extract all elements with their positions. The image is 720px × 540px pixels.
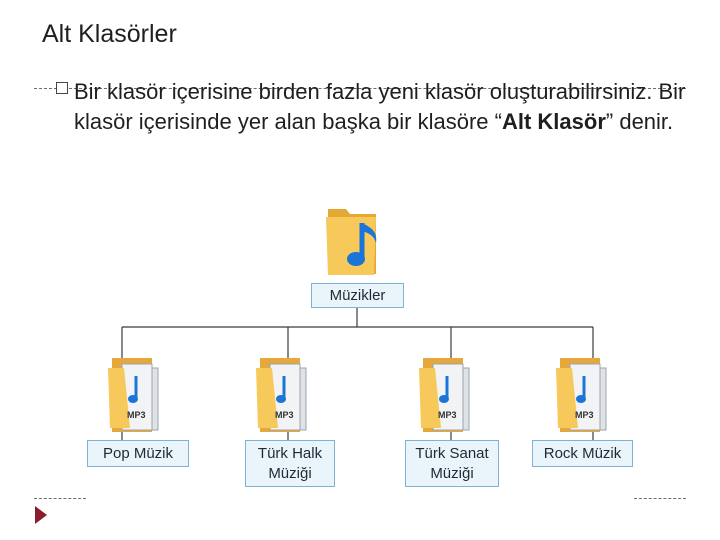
svg-text:MP3: MP3 [575, 410, 594, 420]
mp3-folder-icon: MP3 [556, 358, 607, 432]
music-folder-icon [326, 209, 377, 275]
mp3-folder-icon: MP3 [256, 358, 307, 432]
top-divider [34, 88, 686, 89]
body-text-bold: Alt Klasör [501, 109, 606, 134]
slide-title: Alt Klasörler [42, 20, 177, 48]
slide-body-text: Bir klasör içerisine birden fazla yeni k… [74, 77, 694, 137]
tree-node-child-3[interactable]: Türk Sanat Müziği [405, 440, 499, 487]
bottom-divider-right [634, 498, 686, 499]
tree-node-child-4[interactable]: Rock Müzik [532, 440, 633, 467]
body-text-part1: Bir klasör içerisine birden fazla yeni k… [74, 79, 686, 134]
tree-node-child-2[interactable]: Türk Halk Müziği [245, 440, 335, 487]
mp3-folder-icon: MP3 [108, 358, 159, 432]
checkbox-bullet-icon [54, 78, 72, 98]
body-text-part2: ” denir. [605, 109, 674, 134]
bottom-divider-left [34, 498, 86, 499]
play-arrow-icon[interactable] [34, 505, 48, 525]
tree-node-root[interactable]: Müzikler [311, 283, 404, 308]
mp3-folder-icon: MP3 [419, 358, 470, 432]
svg-text:MP3: MP3 [438, 410, 457, 420]
svg-text:MP3: MP3 [275, 410, 294, 420]
tree-node-child-1[interactable]: Pop Müzik [87, 440, 189, 467]
tree-connectors [121, 308, 594, 440]
svg-text:MP3: MP3 [127, 410, 146, 420]
